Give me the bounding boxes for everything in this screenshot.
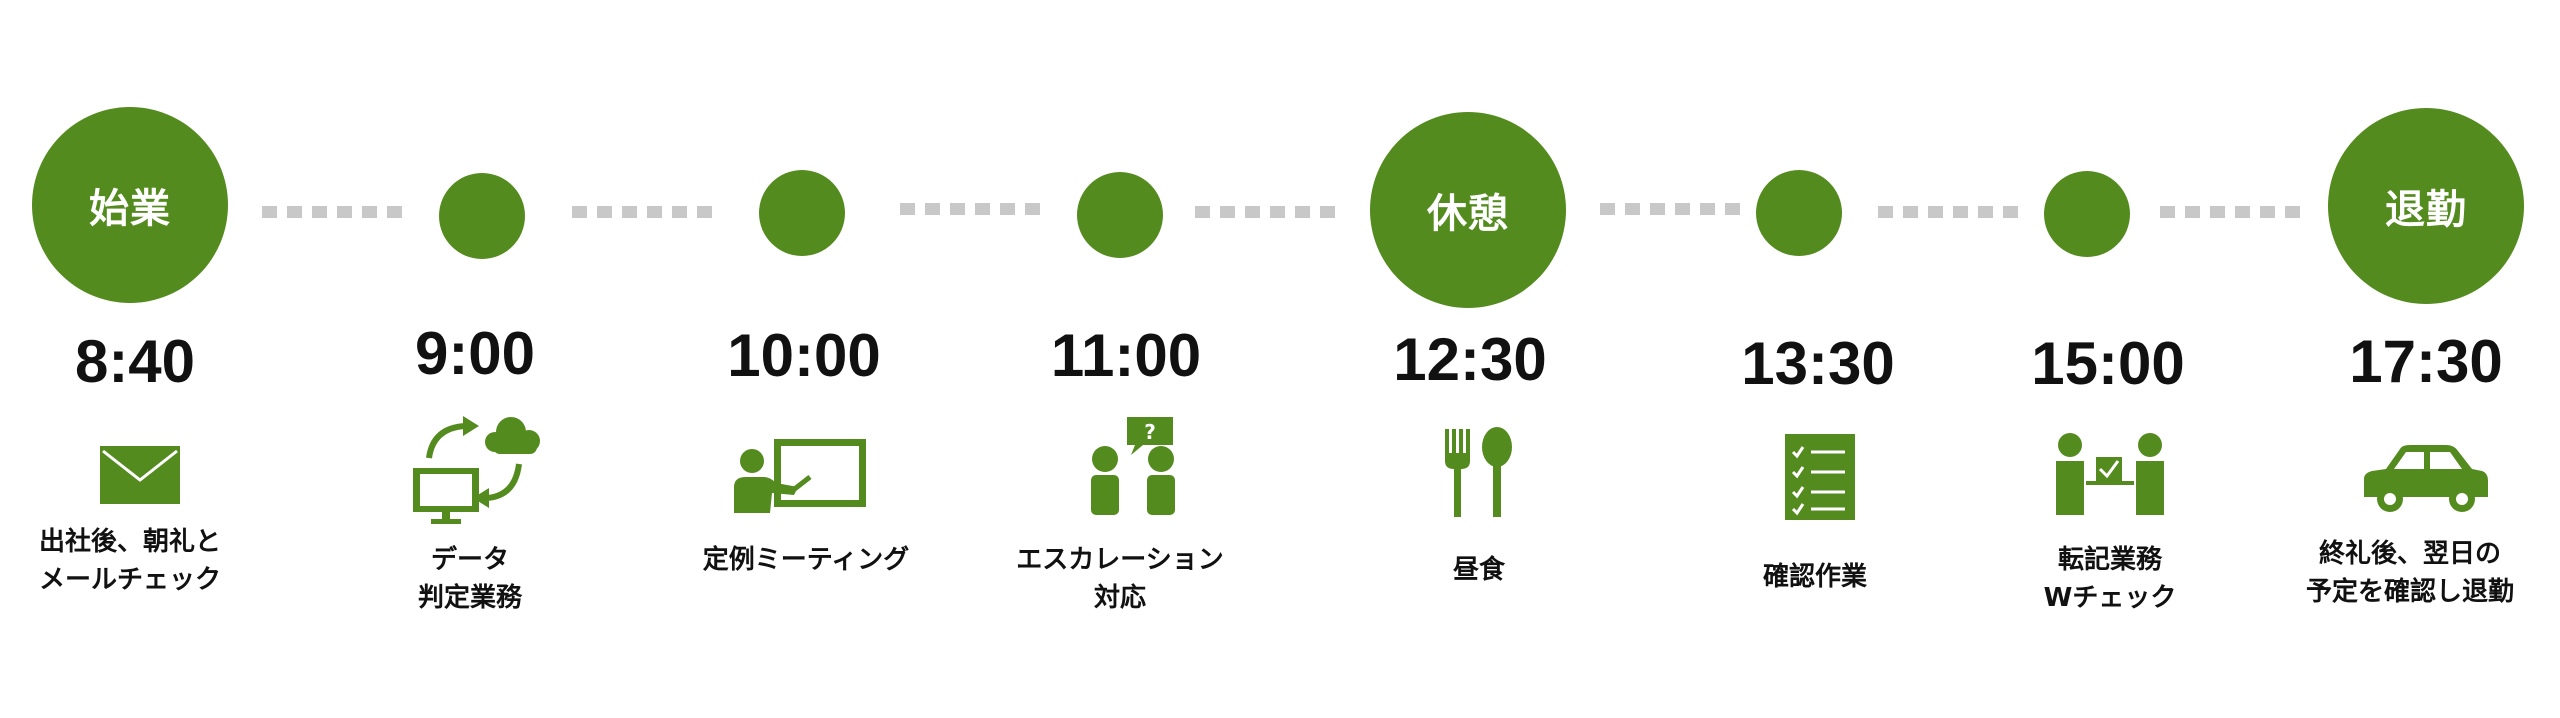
checklist-icon	[1780, 432, 1860, 522]
time-label-5: 12:30	[1393, 326, 1547, 393]
timeline-node-start: 始業	[32, 107, 228, 303]
sync-cloud-icon	[405, 410, 555, 530]
presentation-icon	[725, 425, 875, 525]
connector-1	[262, 206, 412, 218]
description-line: 判定業務	[417, 583, 522, 613]
description-line: 定例ミーティング	[702, 545, 910, 575]
description-line: 予定を確認し退勤	[2305, 577, 2514, 607]
time-label-2: 9:00	[414, 320, 536, 387]
timeline-node-6	[1756, 170, 1842, 256]
description-line: 確認作業	[1762, 562, 1867, 592]
description-line: 対応	[1093, 583, 1146, 613]
timeline-node-end: 退勤	[2328, 108, 2524, 304]
connector-7	[2160, 206, 2310, 218]
svg-text:?: ?	[1144, 420, 1156, 444]
connector-5	[1600, 203, 1750, 215]
step-description-3: 定例ミーティング	[656, 541, 956, 579]
description-line: Wチェック	[2043, 583, 2177, 613]
description-line: 転記業務	[2057, 545, 2162, 575]
node-label-start: 始業	[89, 186, 171, 232]
description-line: 終礼後、翌日の	[2318, 539, 2501, 569]
step-description-5: 昼食	[1329, 551, 1629, 589]
timeline-node-4	[1077, 172, 1163, 258]
description-line: データ	[430, 545, 509, 575]
step-description-2: データ 判定業務	[320, 541, 620, 617]
node-label-end: 退勤	[2385, 187, 2467, 233]
car-icon	[2355, 440, 2495, 515]
step-description-7: 転記業務 Wチェック	[1960, 541, 2260, 617]
fork-spoon-icon	[1438, 425, 1518, 520]
step-description-8: 終礼後、翌日の 予定を確認し退勤	[2260, 535, 2560, 611]
double-check-icon	[2050, 425, 2170, 520]
timeline-node-break: 休憩	[1370, 112, 1566, 308]
description-line: 昼食	[1452, 555, 1505, 585]
step-description-1: 出社後、朝礼と メールチェック	[0, 523, 280, 599]
step-description-6: 確認作業	[1665, 558, 1965, 596]
step-description-4: エスカレーション 対応	[970, 541, 1270, 617]
connector-6	[1878, 206, 2028, 218]
time-label-1: 8:40	[74, 328, 196, 395]
time-label-4: 11:00	[1050, 322, 1202, 389]
consultation-icon: ?	[1080, 408, 1190, 518]
time-label-8: 17:30	[2349, 328, 2503, 395]
timeline-node-3	[759, 170, 845, 256]
description-line: エスカレーション	[1016, 545, 1224, 575]
description-line: 出社後、朝礼と	[38, 527, 221, 557]
timeline-node-2	[439, 173, 525, 259]
connector-2	[572, 206, 722, 218]
connector-4	[1195, 206, 1345, 218]
description-line: メールチェック	[38, 565, 221, 595]
node-label-break: 休憩	[1427, 191, 1509, 237]
mail-icon	[95, 440, 185, 510]
timeline-node-7	[2044, 171, 2130, 257]
connector-3	[900, 203, 1050, 215]
time-label-7: 15:00	[2031, 330, 2185, 397]
time-label-3: 10:00	[727, 322, 881, 389]
time-label-6: 13:30	[1741, 330, 1895, 397]
